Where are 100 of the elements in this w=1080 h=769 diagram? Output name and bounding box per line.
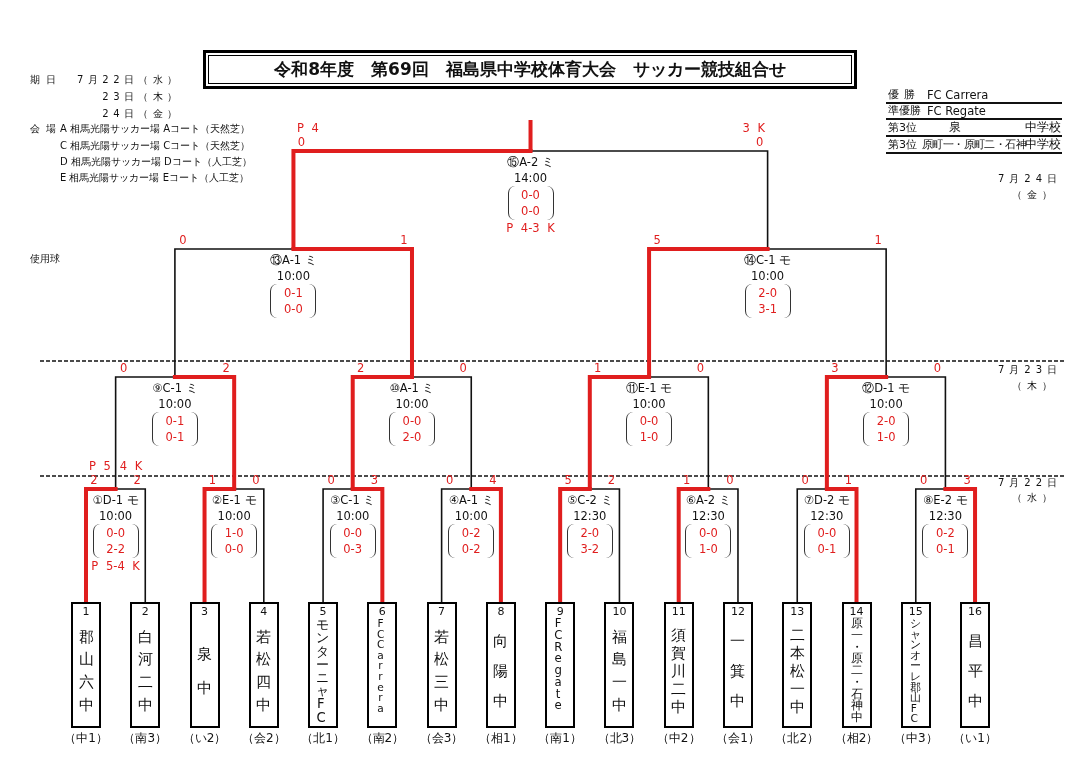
- region-label: （会3）: [419, 731, 464, 745]
- team-name: 郡山六中: [78, 626, 94, 716]
- team-number: 10: [612, 605, 627, 618]
- team-name: FC Carrera: [377, 618, 388, 714]
- half-score: 2-0: [758, 285, 777, 301]
- team-number: 7: [438, 605, 446, 618]
- score-label: 3: [963, 473, 971, 487]
- team-box: [485, 602, 516, 728]
- half-score: 1-0: [698, 541, 718, 557]
- team-box: [663, 602, 694, 728]
- half-score: 0-2: [461, 525, 481, 541]
- pk-side-label: P 4: [297, 120, 319, 136]
- match-code: ⑨C-1 ミ: [152, 380, 198, 396]
- half-score: 0-0: [284, 301, 303, 317]
- team-box: [367, 602, 398, 728]
- region-label: （南2）: [360, 731, 405, 745]
- team-box: [782, 602, 813, 728]
- bracket-line: [84, 487, 118, 602]
- score-label: 1: [683, 473, 691, 487]
- field-label: 使用球: [30, 251, 60, 265]
- kickoff-time: 14:00: [513, 170, 548, 186]
- team-number: 8: [497, 605, 505, 618]
- half-score: 0-2: [461, 541, 481, 557]
- score-label: 0: [179, 233, 187, 247]
- region-label: （北1）: [301, 731, 345, 745]
- score-label: 0: [445, 473, 454, 487]
- team-name: 若松三中: [434, 626, 450, 716]
- bracket-line: [589, 488, 621, 603]
- half-score: 0-1: [165, 413, 185, 429]
- region-label: （北2）: [775, 731, 820, 745]
- match-code: ②E-1 モ: [211, 492, 257, 508]
- half-score: 0-0: [224, 541, 244, 557]
- team-box: [71, 602, 101, 728]
- rank-label: 第3位: [888, 137, 917, 153]
- pk-side-label: 3 K: [742, 120, 765, 136]
- half-score: 0-1: [165, 429, 185, 445]
- bracket-line: [291, 247, 414, 377]
- kickoff-time: 12:30: [573, 508, 607, 524]
- team-box: [426, 602, 457, 728]
- bracket-line: [824, 487, 859, 602]
- day-label: （金）: [1012, 187, 1057, 201]
- team-box: [308, 602, 339, 728]
- runner-up-name: FC Regate: [927, 103, 986, 119]
- region-label: （南1）: [538, 731, 582, 745]
- team-number: 5: [319, 605, 327, 618]
- team-name: 須賀川二中: [671, 625, 687, 716]
- kickoff-time: 12:30: [691, 508, 725, 524]
- region-label: （中1）: [64, 731, 108, 745]
- score-label: 1: [874, 233, 882, 247]
- region-label: （南3）: [123, 731, 168, 745]
- team-name: 一箕中: [730, 630, 746, 712]
- score-label: 1: [844, 473, 853, 487]
- team-number: 15: [908, 605, 923, 618]
- team-name: シャンオーレ郡山FC: [910, 618, 922, 724]
- half-score: 0-1: [284, 285, 303, 301]
- venue-text: C 相馬光陽サッカー場 Cコート（天然芝）: [60, 138, 251, 152]
- kickoff-time: 10:00: [276, 268, 310, 284]
- team-name: 白河二中: [137, 626, 153, 716]
- match-code: ⑦D-2 モ: [803, 492, 850, 508]
- score-label: 1: [400, 233, 408, 247]
- kickoff-time: 12:30: [810, 508, 844, 524]
- half-score: 3-2: [580, 541, 600, 557]
- score-label: 0: [920, 473, 928, 487]
- rank-label: 準優勝: [888, 103, 921, 119]
- bracket-line: [885, 376, 947, 490]
- team-number: 13: [790, 605, 805, 618]
- score-label: 0: [755, 135, 764, 149]
- bracket-line: [943, 487, 978, 602]
- match-code: ①D-1 モ: [92, 492, 139, 508]
- bracket-line: [648, 376, 710, 490]
- pk-side-label: P 5: [89, 459, 111, 473]
- region-label: （中3）: [893, 731, 938, 745]
- team-box: [130, 602, 161, 728]
- bracket-line: [558, 487, 592, 602]
- half-score: 2-0: [580, 525, 600, 541]
- team-name: 原一・原二・石神中: [850, 618, 863, 724]
- region-label: （北3）: [597, 731, 642, 745]
- team-box: [841, 602, 872, 728]
- score-label: 3: [370, 473, 378, 487]
- bracket-line: [824, 375, 889, 489]
- bracket-line: [291, 149, 533, 249]
- team-name: モンターニャFC: [316, 618, 330, 724]
- team-number: 6: [378, 605, 386, 618]
- region-label: （い1）: [953, 731, 997, 745]
- champion-name: FC Carrera: [927, 87, 989, 103]
- half-score: 1-0: [639, 429, 659, 445]
- team-name: 泉中: [197, 643, 213, 699]
- team-box: [189, 602, 220, 728]
- half-score: 0-1: [817, 541, 837, 557]
- team-box: [604, 602, 635, 728]
- team-box: [545, 602, 576, 728]
- half-score: 2-2: [106, 541, 125, 557]
- score-label: 0: [801, 473, 809, 487]
- score-label: 2: [357, 361, 365, 375]
- match-code: ⑫D-1 モ: [862, 380, 911, 396]
- match-code: ④A-1 ミ: [448, 492, 494, 508]
- half-score: 0-2: [936, 525, 955, 541]
- score-label: 2: [222, 361, 230, 375]
- score-label: 2: [133, 473, 141, 487]
- day-label: 7月23日: [997, 362, 1062, 376]
